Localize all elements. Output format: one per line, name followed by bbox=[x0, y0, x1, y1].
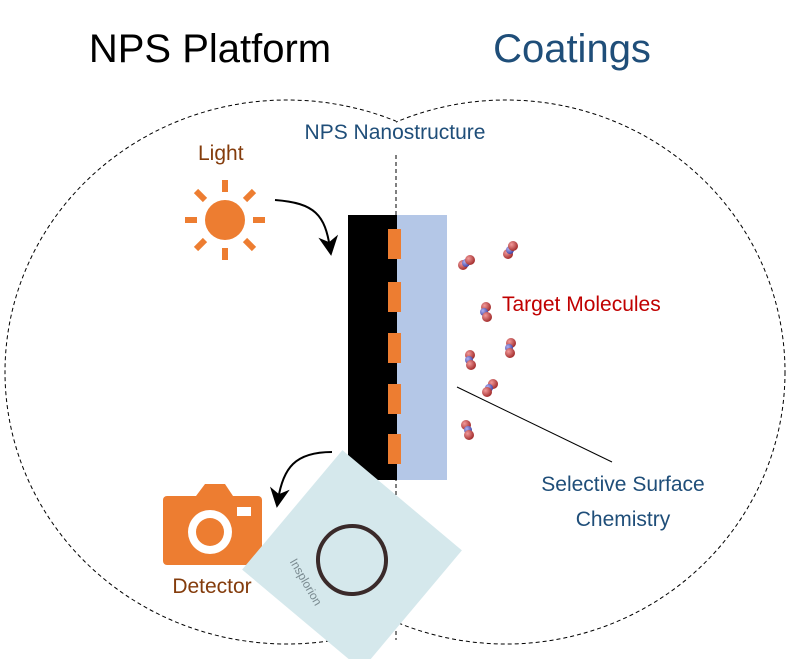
sensor-chip: Insplorion bbox=[242, 450, 462, 659]
platform-circle bbox=[4, 99, 396, 645]
coatings-circle bbox=[396, 99, 786, 645]
sun-icon bbox=[185, 180, 265, 260]
light-arrow bbox=[274, 199, 339, 256]
detector-arrow bbox=[269, 451, 333, 508]
coating-layer bbox=[397, 215, 447, 480]
label-surface-line2: Chemistry bbox=[576, 508, 671, 531]
label-nanostructure: NPS Nanostructure bbox=[305, 121, 486, 144]
label-target-molecules: Target Molecules bbox=[502, 293, 661, 316]
label-surface-line1: Selective Surface bbox=[541, 473, 704, 496]
label-light: Light bbox=[198, 142, 244, 165]
target-molecules bbox=[458, 241, 518, 440]
surface-pointer-line bbox=[456, 386, 613, 463]
label-detector: Detector bbox=[172, 575, 251, 598]
title-coatings: Coatings bbox=[493, 27, 651, 71]
camera-icon bbox=[163, 484, 262, 565]
title-nps-platform: NPS Platform bbox=[89, 27, 331, 71]
nanoparticles bbox=[388, 229, 401, 464]
